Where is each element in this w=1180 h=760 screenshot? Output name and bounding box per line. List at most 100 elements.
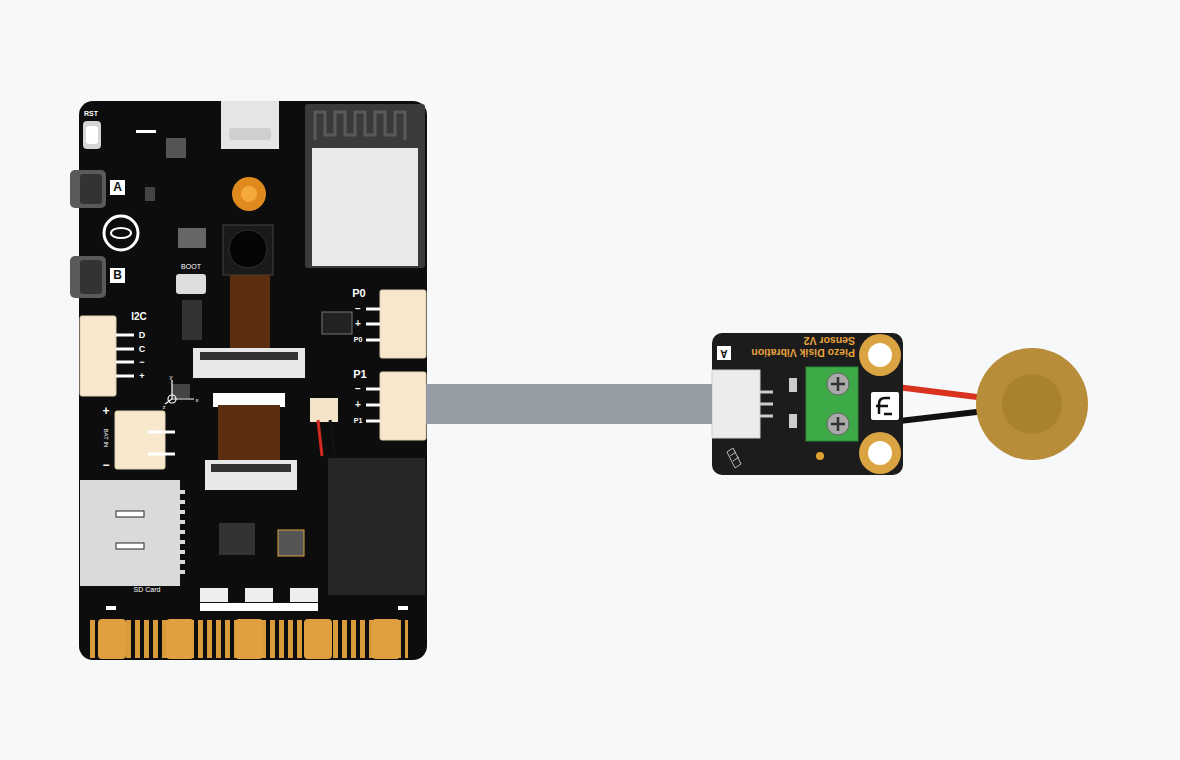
flex-connector [193, 348, 305, 378]
pin-label: − [102, 459, 109, 473]
module-shield [312, 148, 418, 266]
reset-button [83, 121, 101, 149]
port-name: I2C [131, 311, 147, 323]
edge-pad [304, 619, 332, 659]
slot-label: SD Card [134, 586, 161, 594]
usb-port-opening [229, 128, 271, 140]
button-label-box [110, 268, 125, 283]
smd-part [789, 378, 797, 392]
side-button [70, 170, 106, 208]
sd-slot-mark [116, 543, 144, 549]
axis-symbol [165, 380, 194, 404]
camera-lens [229, 230, 267, 268]
power-led [816, 452, 824, 460]
pin-label: + [139, 371, 144, 381]
button-label: A [113, 181, 122, 195]
label-box [717, 346, 731, 360]
flex-stiffener [213, 393, 285, 407]
connector-pins [366, 389, 380, 421]
pin-label: + [355, 399, 361, 411]
flex-cable [230, 275, 270, 350]
axis-label: z [163, 404, 166, 411]
wireless-module [305, 104, 425, 268]
battery-area [328, 458, 425, 595]
connector-pins [116, 335, 134, 376]
brand-logo-mark [111, 228, 131, 238]
i2c-connector [80, 316, 116, 396]
battery-port: + BAT IN − [97, 404, 167, 472]
battery-wire [318, 420, 322, 456]
axis-label: x [196, 397, 199, 404]
mounting-hole-center [868, 441, 892, 465]
piezo-element [1002, 374, 1062, 434]
flex-connector [205, 460, 297, 490]
button-strip [200, 603, 318, 611]
pin-label: − [355, 303, 361, 315]
symbol-icon [727, 448, 741, 468]
port-name: P0 [352, 287, 365, 300]
usb-port [221, 101, 279, 149]
status-led [232, 177, 266, 211]
board-body [79, 101, 427, 660]
flex-connector-slot [211, 464, 291, 472]
small-button [245, 588, 273, 602]
mounting-hole [859, 432, 901, 474]
pin-label: P0 [354, 336, 363, 344]
p0-connector [380, 290, 426, 358]
status-led-center [241, 186, 257, 202]
edge-connector [88, 620, 408, 658]
small-button [290, 588, 318, 602]
ic-chip [278, 530, 304, 556]
pin-label: − [139, 357, 144, 367]
edge-pad [235, 619, 263, 659]
sensor-module: APiezo Disik Vibration Sensor V2 [712, 333, 903, 475]
pin-label: D [139, 330, 146, 340]
port-name: P1 [353, 368, 366, 381]
edge-pad [372, 619, 400, 659]
i2c-connector-port: I2C DC − + [80, 310, 150, 400]
smd-part [136, 130, 156, 133]
edge-pad [166, 619, 194, 659]
port-label: A [720, 347, 727, 359]
axis-label: y [170, 374, 173, 381]
cable [426, 384, 712, 424]
ic-chip [182, 300, 202, 340]
flex-connector-slot [200, 352, 298, 360]
pin-label: + [102, 405, 109, 419]
button-label: RST [84, 110, 98, 118]
button-label: BOOT [181, 263, 201, 271]
smd-part [789, 414, 797, 428]
mounting-hole-center [868, 343, 892, 367]
antenna-trace [315, 112, 405, 140]
port-connector: P0−+P0 [350, 286, 426, 360]
brand-logo-mark [876, 398, 892, 414]
connector-pins [760, 392, 773, 416]
smd-part [106, 606, 116, 610]
pin-label: C [139, 344, 146, 354]
ic-chip [145, 187, 155, 201]
sensor-board [712, 333, 903, 475]
side-button-body [80, 174, 102, 204]
ic-chip [178, 228, 206, 248]
screw-slot [831, 377, 845, 431]
controller-board-art [70, 101, 427, 660]
p1-connector [380, 372, 426, 440]
brand-logo [104, 216, 138, 250]
ic-chip [219, 523, 255, 555]
boot-button [176, 274, 206, 294]
sensor-connector [712, 370, 760, 438]
brand-logo [871, 392, 899, 420]
axis-origin [168, 395, 176, 403]
sd-slot-pins [180, 492, 185, 572]
port-name: BAT IN [103, 429, 110, 448]
side-button [70, 256, 106, 298]
mounting-hole [859, 334, 901, 376]
camera-module [223, 225, 273, 275]
pin-label: P1 [354, 417, 363, 425]
pin-label: − [355, 383, 361, 395]
connector-pins [148, 432, 175, 454]
